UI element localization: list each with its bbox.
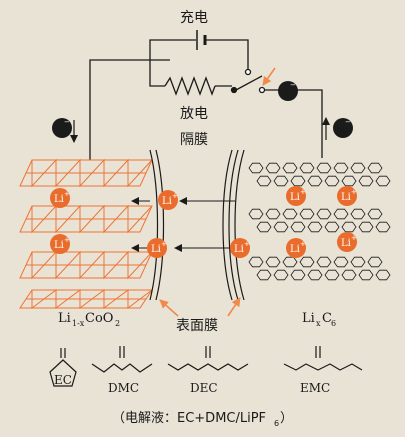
svg-text:C: C	[322, 311, 332, 326]
molecule-dec	[167, 346, 249, 371]
lithium-ion: Li+	[50, 188, 70, 208]
separator-label: 隔膜	[180, 132, 208, 148]
svg-text:CoO: CoO	[85, 311, 113, 326]
ion-arrows	[131, 197, 235, 252]
electron-left: e −	[52, 118, 72, 138]
svg-text:Li: Li	[54, 194, 64, 205]
svg-text:+: +	[64, 236, 70, 244]
separator-film	[149, 149, 245, 301]
lithium-ion: Li+	[230, 238, 250, 258]
lithium-ion: Li+	[158, 190, 178, 210]
svg-text:+: +	[300, 240, 306, 248]
electron-right: e −	[333, 118, 353, 138]
svg-text:e: e	[58, 122, 65, 135]
lithium-ion: Li+	[50, 234, 70, 254]
svg-text:+: +	[244, 240, 250, 248]
svg-text:Li: Li	[290, 244, 300, 255]
molecule-ec	[49, 348, 77, 387]
svg-text:Li: Li	[58, 311, 71, 326]
anode-graphite	[248, 162, 391, 281]
svg-text:+: +	[64, 190, 70, 198]
svg-text:−: −	[290, 81, 296, 89]
cathode-layer	[19, 289, 153, 309]
lithium-ion: Li+	[337, 232, 357, 252]
cathode-layer	[19, 204, 153, 234]
molecule-ec-label: EC	[54, 373, 72, 387]
svg-text:Li: Li	[151, 244, 161, 255]
svg-text:e: e	[284, 85, 291, 98]
svg-text:+: +	[351, 188, 357, 196]
discharge-direction-arrow	[262, 67, 276, 86]
svg-text:Li: Li	[341, 238, 351, 249]
switch-pivot	[230, 86, 238, 94]
discharge-label: 放电	[180, 106, 208, 122]
svg-text:Li: Li	[341, 192, 351, 203]
molecule-dmc	[91, 346, 153, 373]
graphite-layer	[248, 162, 391, 187]
electrolyte-caption: （电解液：EC+DMC/LiPF 6 ）	[112, 411, 293, 428]
lithium-ion: Li+	[337, 186, 357, 206]
molecule-emc-label: EMC	[300, 381, 330, 395]
switch-contact-top	[244, 68, 252, 76]
charge-wire-left	[149, 39, 196, 60]
svg-text:x: x	[316, 319, 321, 328]
svg-text:Li: Li	[234, 244, 244, 255]
svg-text:+: +	[161, 240, 167, 248]
cathode-formula: Li 1-x CoO 2	[58, 311, 120, 328]
lithium-ion: Li+	[147, 238, 167, 258]
svg-text:6: 6	[274, 419, 279, 428]
molecule-dec-label: DEC	[190, 381, 218, 395]
molecule-emc	[283, 346, 363, 371]
battery-symbol	[196, 30, 207, 50]
cathode-layer	[19, 158, 153, 188]
svg-text:Li: Li	[54, 240, 64, 251]
switch-lever	[235, 75, 263, 91]
svg-text:+: +	[351, 234, 357, 242]
discharge-wire-left	[149, 60, 165, 87]
cathode-wire	[89, 59, 170, 160]
svg-text:Li: Li	[290, 192, 300, 203]
svg-text:2: 2	[115, 319, 120, 328]
lithium-ion: Li+	[286, 186, 306, 206]
svg-text:1-x: 1-x	[72, 319, 85, 328]
molecule-dmc-label: DMC	[108, 381, 139, 395]
svg-text:Li: Li	[302, 311, 315, 326]
anode-wire	[264, 89, 323, 158]
cathode-layer	[19, 250, 153, 280]
graphite-layer	[248, 208, 391, 233]
charge-wire-right	[206, 39, 249, 70]
svg-text:（电解液：EC+DMC/LiPF: （电解液：EC+DMC/LiPF	[112, 411, 266, 426]
charge-label: 充电	[180, 10, 208, 26]
graphite-layer	[248, 256, 391, 281]
anode-formula: Li x C 6	[302, 311, 336, 328]
surface-film-arrows	[159, 297, 241, 317]
lithium-ions: Li+Li+Li+Li+Li+Li+Li+Li+Li+	[50, 186, 357, 258]
svg-text:）: ）	[280, 411, 293, 426]
svg-text:Li: Li	[162, 196, 172, 207]
svg-text:+: +	[172, 192, 178, 200]
electron-switch: e −	[278, 81, 298, 101]
cathode-layers	[19, 158, 153, 309]
svg-text:+: +	[300, 188, 306, 196]
surface-film-label: 表面膜	[176, 318, 218, 334]
svg-text:e: e	[339, 122, 346, 135]
svg-text:−: −	[64, 118, 70, 126]
lithium-ion: Li+	[286, 238, 306, 258]
switch-contact-right	[258, 86, 266, 94]
resistor-symbol	[164, 76, 216, 96]
svg-text:−: −	[345, 118, 351, 126]
svg-text:6: 6	[331, 319, 336, 328]
external-circuit	[89, 39, 323, 160]
